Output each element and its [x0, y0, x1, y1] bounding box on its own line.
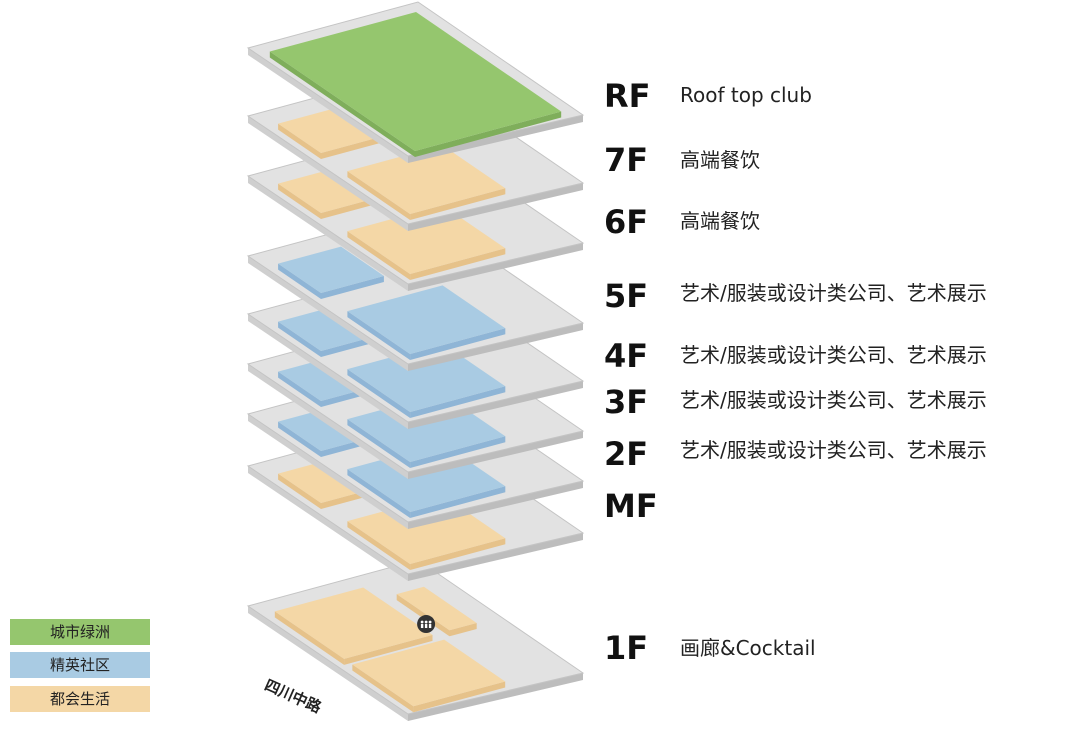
floor-desc-5f: 艺术/服装或设计类公司、艺术展示: [680, 281, 987, 305]
floor-plate-3f-edge-left: [248, 364, 408, 479]
floor-code-1f: 1F: [604, 629, 649, 667]
floor-plate-5f-edge-right: [408, 323, 583, 371]
floor-plate-4f-edge-left: [248, 314, 408, 429]
floor-code-7f: 7F: [604, 141, 649, 179]
floor-plate-1f-zone-urban-a: [274, 587, 433, 659]
floor-plate-6f-zone-urban-b-side-2: [410, 248, 506, 281]
floor-plate-1f-zone-urban-c-side-2: [449, 622, 477, 637]
floor-plate-7f-zone-urban-b-side: [347, 171, 411, 221]
floor-plate-6f-zone-urban-b-side: [347, 231, 411, 281]
floor-plate-6f-zone-urban-a-side: [278, 183, 321, 219]
people-icon: [417, 615, 436, 634]
floor-plate-7f-zone-urban-b: [347, 145, 506, 215]
floor-plate-4f-zone-elite-b-side-2: [410, 386, 506, 419]
floor-plate-3f-zone-elite-b-side-2: [410, 436, 506, 469]
floor-plate-2f-zone-elite-a-side: [278, 421, 321, 457]
floor-plate-5f-zone-elite-a-side-2: [321, 275, 384, 299]
floor-plate-7f-zone-urban-a-side: [278, 123, 321, 159]
floor-plate-5f-zone-elite-b-side-2: [410, 328, 506, 361]
floor-plate-5f-edge-left: [248, 256, 408, 371]
floor-plate-2f-edge-right: [408, 481, 583, 529]
floor-plate-rf-edge-right: [408, 115, 583, 163]
floor-code-mf: MF: [604, 487, 658, 525]
floor-plate-mf-edge-right: [408, 533, 583, 581]
floor-plate-1f-zone-urban-a-side-2: [344, 634, 433, 665]
floor-plate-3f-zone-elite-a-side: [278, 371, 321, 407]
floor-plate-4f-zone-elite-b: [347, 343, 506, 413]
floor-code-5f: 5F: [604, 277, 649, 315]
floor-plate-5f-zone-elite-a-side: [278, 263, 321, 299]
floor-plate-7f-zone-urban-b-side-2: [410, 188, 506, 221]
floor-plate-1f-edge-right: [408, 673, 583, 721]
floor-plate-4f-edge-right: [408, 381, 583, 429]
floor-plate-7f-zone-urban-a-side-2: [321, 135, 384, 159]
floor-plate-mf-zone-urban-b-side-2: [410, 538, 506, 571]
floor-plate-mf-edge-left: [248, 466, 408, 581]
floor-plate-rf-edge-left: [248, 48, 408, 163]
legend-item-city-oasis: 城市绿洲: [10, 619, 150, 645]
floor-plate-rf-zone-oasis-side: [269, 51, 415, 158]
floor-plate-5f-zone-elite-b-side: [347, 311, 411, 361]
floor-code-4f: 4F: [604, 337, 649, 375]
floor-code-2f: 2F: [604, 435, 649, 473]
floor-plate-2f-zone-elite-b-side: [347, 469, 411, 519]
floor-plate-2f-edge-left: [248, 414, 408, 529]
floor-plate-1f-zone-urban-a-side: [274, 611, 345, 665]
floor-code-6f: 6F: [604, 203, 649, 241]
floor-code-rf: RF: [604, 77, 651, 115]
legend-item-elite-community: 精英社区: [10, 652, 150, 678]
floor-plate-mf-zone-urban-a-side: [278, 473, 321, 509]
floor-plate-1f-zone-urban-b-side-2: [413, 681, 506, 713]
floor-plate-4f-zone-elite-a-side: [278, 321, 321, 357]
floor-desc-rf: Roof top club: [680, 83, 812, 107]
floor-desc-6f: 高端餐饮: [680, 209, 760, 233]
floor-plate-1f-zone-urban-c-side: [396, 594, 450, 637]
floor-desc-1f: 画廊&Cocktail: [680, 636, 816, 660]
floor-code-3f: 3F: [604, 383, 649, 421]
floor-plate-rf-zone-oasis: [269, 12, 562, 151]
floor-plate-1f-edge-left: [248, 606, 408, 721]
legend-item-urban-life: 都会生活: [10, 686, 150, 712]
floor-desc-3f: 艺术/服装或设计类公司、艺术展示: [680, 388, 987, 412]
floor-plate-2f-zone-elite-b-side-2: [410, 486, 506, 519]
floor-plate-7f-edge-right: [408, 183, 583, 231]
floor-plate-6f-edge-left: [248, 176, 408, 291]
floor-plate-5f-zone-elite-a: [278, 246, 384, 293]
floor-desc-4f: 艺术/服装或设计类公司、艺术展示: [680, 343, 987, 367]
floor-plate-rf-zone-oasis-side-2: [415, 111, 562, 157]
floor-desc-2f: 艺术/服装或设计类公司、艺术展示: [680, 438, 987, 462]
floor-plate-5f-zone-elite-b: [347, 285, 506, 355]
floor-plate-mf-zone-urban-b-side: [347, 521, 411, 571]
floor-plate-3f-zone-elite-b-side: [347, 419, 411, 469]
floor-plate-7f-edge-left: [248, 116, 408, 231]
floor-plate-4f-zone-elite-b-side: [347, 369, 411, 419]
floor-plate-6f-zone-urban-b: [347, 205, 506, 275]
floor-desc-7f: 高端餐饮: [680, 148, 760, 172]
floor-plate-6f-edge-right: [408, 243, 583, 291]
floor-plate-3f-edge-right: [408, 431, 583, 479]
floor-plate-1f-zone-urban-b-side: [352, 664, 414, 713]
floor-plate-1f-zone-urban-b: [352, 639, 506, 707]
floor-plate-1f-zone-urban-c: [396, 586, 477, 631]
